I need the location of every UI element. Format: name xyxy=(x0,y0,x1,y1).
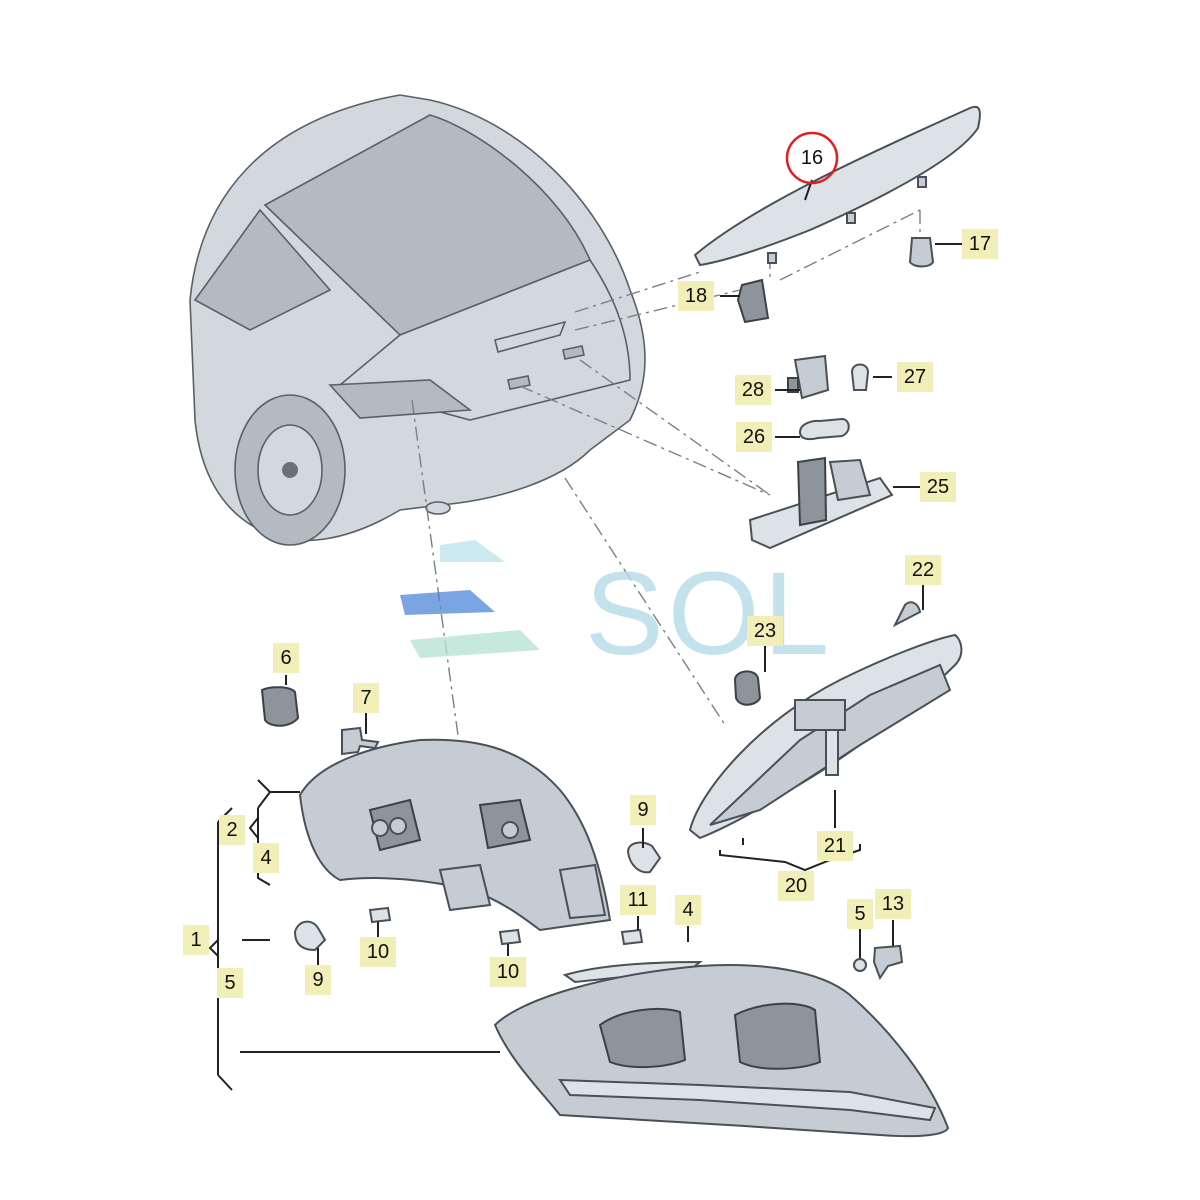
callout-number: 13 xyxy=(882,893,904,915)
callout-9a: 9 xyxy=(630,795,656,825)
callout-box xyxy=(353,683,379,713)
callout-box xyxy=(736,422,772,452)
callout-box xyxy=(778,871,814,901)
watermark-text: SOL xyxy=(585,548,833,680)
callout-13: 13 xyxy=(875,889,911,919)
callout-box xyxy=(217,968,243,998)
callout-labels: 1 2 4 5 6 7 9 9 10 10 11 4 5 13 16 17 18 20 21 22 23 25 26 27 28 xyxy=(183,131,998,998)
callout-28: 28 xyxy=(735,375,771,405)
callout-number: 16 xyxy=(801,147,823,169)
callout-26: 26 xyxy=(736,422,772,452)
callout-number: 6 xyxy=(280,647,291,669)
callout-box xyxy=(875,889,911,919)
callout-21: 21 xyxy=(817,831,853,861)
third-brake-light-assembly xyxy=(688,601,963,840)
callout-box xyxy=(675,895,701,925)
callout-box xyxy=(360,937,396,967)
callout-10a: 10 xyxy=(360,937,396,967)
watermark-logo-icon xyxy=(400,540,540,658)
callout-7: 7 xyxy=(353,683,379,713)
callout-box xyxy=(490,957,526,987)
callout-box xyxy=(905,555,941,585)
callout-10b: 10 xyxy=(490,957,526,987)
callout-number: 11 xyxy=(628,889,649,911)
callout-number: 5 xyxy=(224,972,235,994)
callout-number: 23 xyxy=(754,620,776,642)
callout-1: 1 xyxy=(183,925,209,955)
license-plate-lamp-assembly xyxy=(748,354,894,550)
callout-16: 16 xyxy=(785,131,839,185)
callout-box xyxy=(183,925,209,955)
watermark: SOL xyxy=(400,540,833,680)
callout-number: 28 xyxy=(742,379,764,401)
callout-box xyxy=(620,885,656,915)
callout-20: 20 xyxy=(778,871,814,901)
callout-number: 4 xyxy=(260,847,271,869)
callout-23: 23 xyxy=(747,616,783,646)
callout-box xyxy=(847,899,873,929)
callout-number: 26 xyxy=(743,426,765,448)
trim-clip-17 xyxy=(908,237,935,268)
callout-box xyxy=(253,843,279,873)
callout-number: 20 xyxy=(785,875,807,897)
tail-light-bulb-holder xyxy=(298,738,612,932)
callout-box xyxy=(273,643,299,673)
callout-number: 22 xyxy=(912,559,934,581)
callout-box xyxy=(305,965,331,995)
callout-5a: 5 xyxy=(217,968,243,998)
callout-number: 10 xyxy=(367,941,389,963)
callout-box xyxy=(897,362,933,392)
rear-trim-strip xyxy=(693,105,981,267)
callout-number: 2 xyxy=(226,819,237,841)
callout-17: 17 xyxy=(962,229,998,259)
callout-box xyxy=(630,795,656,825)
callout-18: 18 xyxy=(678,281,714,311)
callout-number: 7 xyxy=(360,687,371,709)
callout-11: 11 xyxy=(620,885,656,915)
callout-4a: 4 xyxy=(253,843,279,873)
callout-number: 17 xyxy=(969,233,991,255)
callout-4b: 4 xyxy=(675,895,701,925)
callout-number: 18 xyxy=(685,285,707,307)
callout-22: 22 xyxy=(905,555,941,585)
callout-number: 1 xyxy=(190,929,201,951)
trim-bracket-18 xyxy=(736,278,770,324)
callout-5b: 5 xyxy=(847,899,873,929)
callout-number: 5 xyxy=(854,903,865,925)
callout-box xyxy=(920,472,956,502)
callout-box xyxy=(817,831,853,861)
callout-number: 9 xyxy=(637,799,648,821)
callout-number: 4 xyxy=(682,899,693,921)
callout-box xyxy=(747,616,783,646)
bulbs-and-sockets xyxy=(260,686,904,981)
callout-number: 25 xyxy=(927,476,949,498)
callout-9b: 9 xyxy=(305,965,331,995)
callout-box xyxy=(219,815,245,845)
callout-6: 6 xyxy=(273,643,299,673)
callout-number: 21 xyxy=(824,835,846,857)
tail-light-housing xyxy=(493,960,950,1138)
callout-number: 10 xyxy=(497,961,519,983)
leader-lines xyxy=(240,179,962,1053)
callout-25: 25 xyxy=(920,472,956,502)
callout-box xyxy=(678,281,714,311)
callout-box xyxy=(735,375,771,405)
callout-box xyxy=(962,229,998,259)
explosion-lines xyxy=(411,209,921,751)
highlight-ring xyxy=(785,131,839,185)
callout-2: 2 xyxy=(219,815,245,845)
callout-number: 9 xyxy=(312,969,323,991)
car-rear-body xyxy=(189,94,646,546)
callout-number: 27 xyxy=(904,366,926,388)
callout-27: 27 xyxy=(897,362,933,392)
